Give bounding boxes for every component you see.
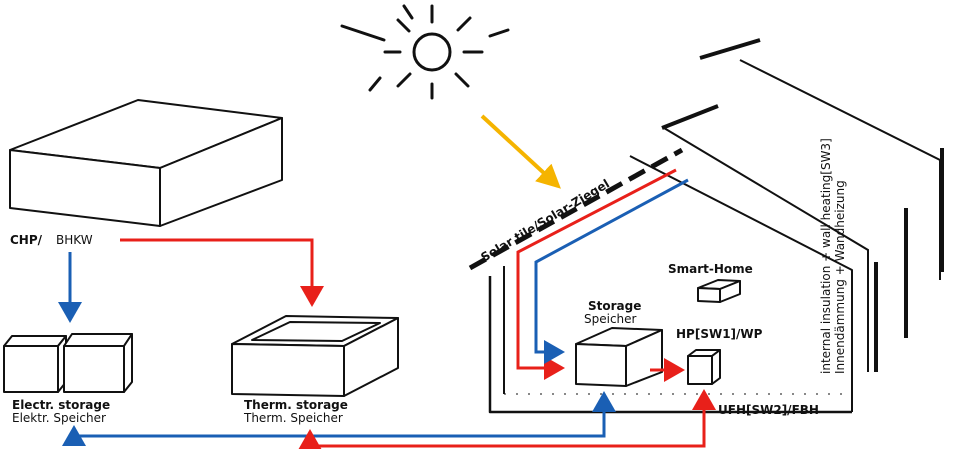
- insulation-label-en: internal insulation + wall heating[SW3]: [819, 138, 833, 374]
- therm-speicher-label: Therm. Speicher: [243, 411, 343, 425]
- solar-tile-label: Solar tile/Solar-Ziegel: [478, 177, 612, 265]
- electr-storage-label: Electr. storage: [12, 398, 110, 412]
- tank-icon: [231, 315, 399, 397]
- speicher-label: Speicher: [584, 312, 637, 326]
- storage-label: Storage: [588, 299, 641, 313]
- solar-return-pipe: [534, 178, 689, 364]
- chp-unit-icon: [9, 99, 283, 227]
- solar-heat-pipe: [516, 168, 677, 380]
- main-house-outline: [468, 147, 853, 414]
- smart-home-box-icon: [697, 279, 741, 303]
- house-icon: [661, 38, 944, 372]
- hp-label: HP[SW1]/WP: [676, 327, 763, 341]
- sunlight-arrow: [480, 114, 561, 189]
- ufh-label: UFH[SW2]/FBH: [718, 403, 819, 417]
- storage-tank-icon: [575, 327, 663, 387]
- bhkw-label: BHKW: [56, 233, 93, 247]
- hp-to-therm-line: [298, 392, 706, 450]
- elektr-speicher-label: Elektr. Speicher: [12, 411, 106, 425]
- battery-icon: [3, 333, 133, 393]
- sun-icon: [340, 4, 510, 100]
- heat-pump-icon: [687, 349, 721, 385]
- chp-to-therm-arrow: [120, 238, 324, 307]
- chp-label: CHP/ BHKW: [10, 233, 93, 247]
- smart-home-label: Smart-Home: [668, 262, 753, 276]
- chp-label-bold: CHP/: [10, 233, 43, 247]
- therm-storage-label: Therm. storage: [244, 398, 348, 412]
- insulation-label-de: Innendämmung + Wandheizung: [833, 180, 847, 374]
